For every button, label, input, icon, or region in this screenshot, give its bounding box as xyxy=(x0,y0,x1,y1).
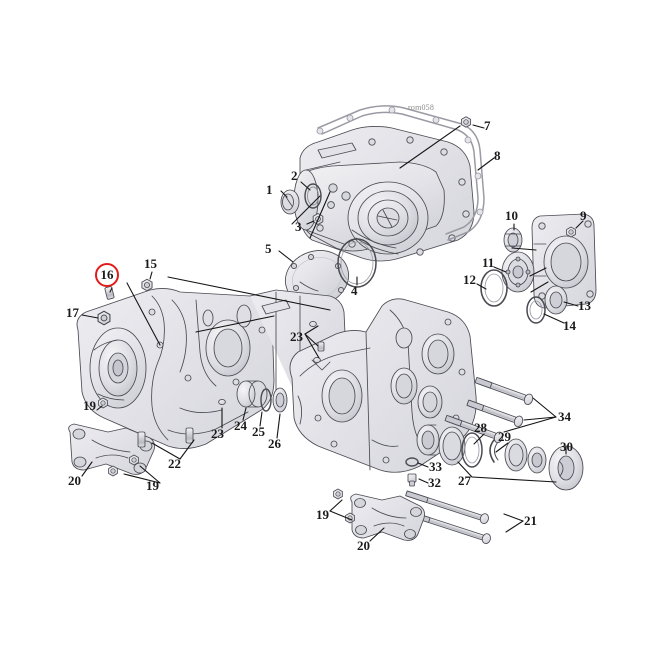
callout-10: 10 xyxy=(505,208,518,223)
left-crankcase-half xyxy=(76,287,347,449)
callout-16-label: 16 xyxy=(100,267,114,282)
callout-24: 24 xyxy=(234,418,247,433)
callout-21: 21 xyxy=(524,513,537,528)
derby-cover-group xyxy=(285,238,377,306)
callout-12: 12 xyxy=(463,272,476,287)
bolt-group-21 xyxy=(405,490,491,544)
callout-32: 32 xyxy=(428,475,441,490)
callout-16-highlight: 16 xyxy=(95,263,119,287)
callout-20-b: 20 xyxy=(357,538,370,553)
callout-25: 25 xyxy=(252,424,265,439)
callout-2: 2 xyxy=(291,168,298,183)
callout-34: 34 xyxy=(558,409,571,424)
primary-cover-gasket xyxy=(316,105,485,241)
callout-1: 1 xyxy=(266,182,273,197)
sprocket-shaft-bearing-stack xyxy=(405,424,584,491)
part-17-nut xyxy=(97,310,111,326)
callout-23-a: 23 xyxy=(290,329,303,344)
primary-cover-assembly xyxy=(293,125,475,262)
callout-22: 22 xyxy=(168,456,181,471)
callout-5: 5 xyxy=(265,241,272,256)
motor-mount-bottom xyxy=(333,488,425,541)
callout-33: 33 xyxy=(429,459,442,474)
callout-27: 27 xyxy=(458,473,471,488)
part-16-pin xyxy=(104,286,115,300)
bolt-group-34 xyxy=(444,376,534,444)
callout-17: 17 xyxy=(66,305,79,320)
callout-4: 4 xyxy=(351,283,358,298)
callout-19-c: 19 xyxy=(316,507,329,522)
callout-9: 9 xyxy=(580,208,587,223)
callout-19-a: 19 xyxy=(83,398,96,413)
dowel-pins xyxy=(137,320,325,448)
callout-15: 15 xyxy=(144,256,157,271)
cam-support-plate-assembly xyxy=(480,213,597,324)
spacer-group xyxy=(236,380,288,413)
callout-20-a: 20 xyxy=(68,473,81,488)
watermark-text: rom058 xyxy=(408,103,435,112)
callout-14: 14 xyxy=(563,318,576,333)
callout-28: 28 xyxy=(474,420,487,435)
callout-23-b: 23 xyxy=(211,426,224,441)
callout-7: 7 xyxy=(484,118,491,133)
callout-26: 26 xyxy=(268,436,281,451)
callout-3: 3 xyxy=(295,219,302,234)
callout-29: 29 xyxy=(498,429,511,444)
callout-19-b: 19 xyxy=(146,478,159,493)
callout-8: 8 xyxy=(494,148,501,163)
callout-11: 11 xyxy=(482,255,495,270)
part-15-nut xyxy=(141,278,153,292)
motor-mount-left xyxy=(68,397,155,477)
callout-13: 13 xyxy=(578,298,591,313)
callout-30: 30 xyxy=(560,439,573,454)
